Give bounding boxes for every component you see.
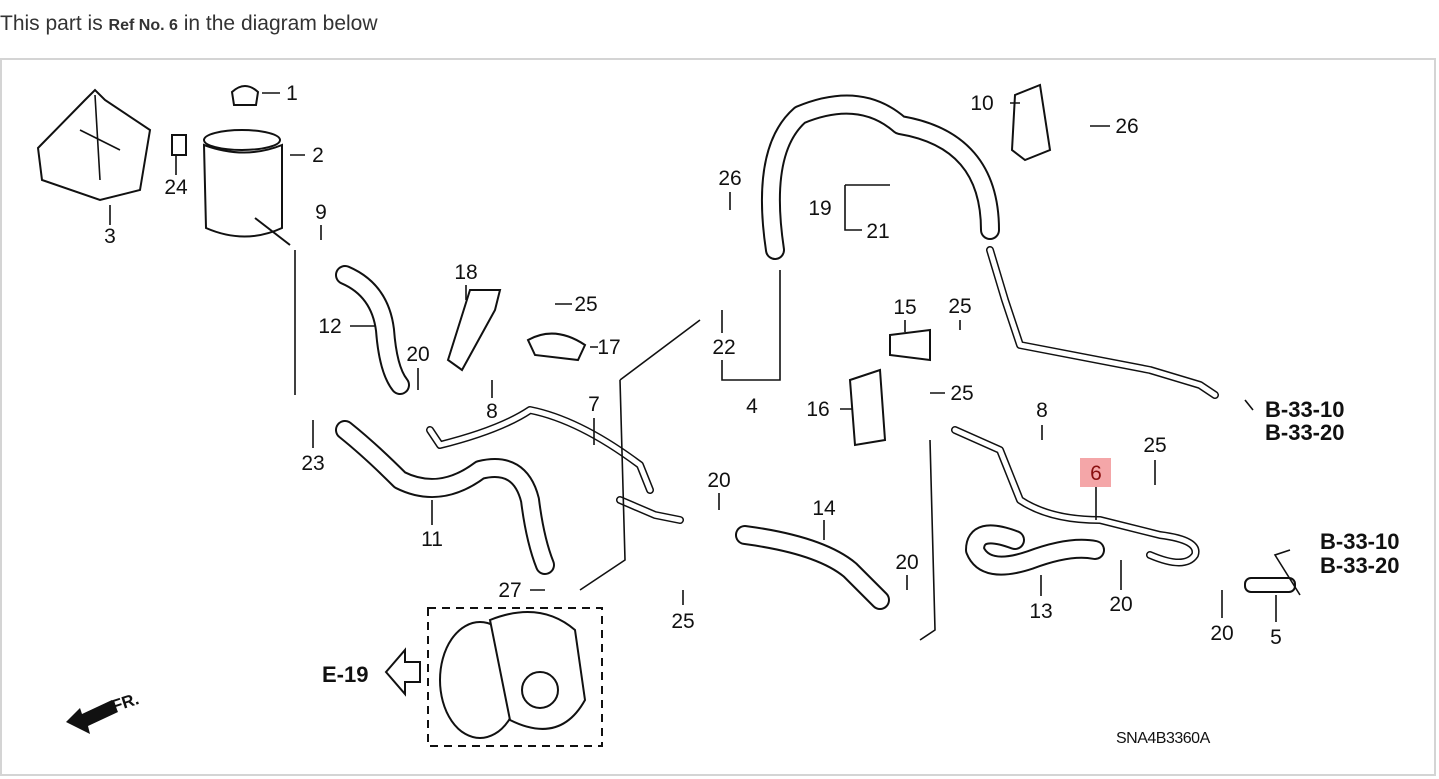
ref-b-33-10-upper[interactable]: B-33-10: [1265, 397, 1344, 422]
diagram-code: SNA4B3360A: [1116, 730, 1211, 747]
callout-1[interactable]: 1: [286, 82, 298, 105]
callout-8[interactable]: 8: [486, 400, 498, 423]
power-steering-pump: [427, 607, 603, 747]
ref-b-33-10-lower[interactable]: B-33-10: [1320, 529, 1399, 554]
callout-9[interactable]: 9: [315, 201, 327, 224]
callout-27[interactable]: 27: [498, 579, 521, 602]
hose-13: [965, 524, 1105, 576]
hose-14: [735, 525, 890, 610]
callout-6-highlighted[interactable]: 6: [1090, 462, 1102, 485]
clamp-15: [889, 328, 931, 362]
part-caption: This part is Ref No. 6 in the diagram be…: [0, 12, 378, 36]
callout-26b[interactable]: 26: [1115, 115, 1138, 138]
hose-11: [335, 420, 555, 575]
callout-5[interactable]: 5: [1270, 626, 1282, 649]
highlight-box: [1080, 458, 1111, 487]
callout-25b[interactable]: 25: [948, 295, 971, 318]
callout-24[interactable]: 24: [164, 176, 188, 199]
ref-e-19[interactable]: E-19: [322, 662, 368, 687]
callout-labels: 1 2 24 3 9 12 18 25 17 20 8 7 23 11 26 1…: [104, 82, 1282, 649]
callout-23[interactable]: 23: [301, 452, 324, 475]
callout-10[interactable]: 10: [970, 92, 993, 115]
front-direction-marker: FR.: [66, 689, 141, 734]
callout-17[interactable]: 17: [597, 336, 620, 359]
callout-25c[interactable]: 25: [950, 382, 973, 405]
hose-12: [335, 265, 410, 395]
pipe-feed: [986, 246, 1219, 399]
callout-2[interactable]: 2: [312, 144, 324, 167]
reservoir-bracket: [36, 88, 152, 202]
callout-20b[interactable]: 20: [707, 469, 730, 492]
callout-21[interactable]: 21: [866, 220, 889, 243]
callout-12[interactable]: 12: [318, 315, 341, 338]
front-arrow-icon: [66, 700, 118, 734]
callout-11[interactable]: 11: [421, 528, 443, 551]
caption-ref-number: Ref No. 6: [108, 17, 178, 34]
bracket-10: [1010, 83, 1052, 162]
callout-7[interactable]: 7: [588, 393, 600, 416]
callout-3[interactable]: 3: [104, 225, 116, 248]
callout-20[interactable]: 20: [406, 343, 429, 366]
pipe-6: [951, 426, 1200, 567]
callout-20c[interactable]: 20: [895, 551, 918, 574]
caption-prefix: This part is: [0, 12, 103, 35]
fitting-5: [1244, 577, 1296, 593]
bracket-18: [446, 289, 502, 372]
callout-18[interactable]: 18: [454, 261, 477, 284]
reservoir-cap: [230, 85, 260, 106]
callout-4[interactable]: 4: [746, 395, 758, 418]
front-label: FR.: [109, 689, 141, 716]
reservoir-tank: [202, 129, 291, 246]
ref-b-33-20-upper[interactable]: B-33-20: [1265, 420, 1344, 445]
caption-suffix: in the diagram below: [183, 12, 378, 35]
callout-25[interactable]: 25: [574, 293, 597, 316]
leader-lines: [109, 92, 1301, 641]
callout-15[interactable]: 15: [893, 296, 916, 319]
ref-b-33-20-lower[interactable]: B-33-20: [1320, 553, 1399, 578]
callout-26[interactable]: 26: [718, 167, 741, 190]
section-references: B-33-10 B-33-20 B-33-10 B-33-20 E-19: [322, 397, 1399, 697]
callout-19[interactable]: 19: [808, 197, 831, 220]
callout-20e[interactable]: 20: [1210, 622, 1233, 645]
arrow-left-icon: [384, 647, 421, 697]
hose-4: [760, 94, 1000, 260]
clamp-17: [526, 332, 587, 362]
callout-25d[interactable]: 25: [1143, 434, 1166, 457]
callout-16[interactable]: 16: [806, 398, 829, 421]
callout-13[interactable]: 13: [1029, 600, 1052, 623]
callout-22[interactable]: 22: [712, 336, 735, 359]
callout-14[interactable]: 14: [812, 497, 836, 520]
callout-8b[interactable]: 8: [1036, 399, 1048, 422]
bracket-16: [848, 368, 887, 447]
bolt-24: [171, 134, 187, 156]
callout-25e[interactable]: 25: [671, 610, 694, 633]
callout-20d[interactable]: 20: [1109, 593, 1132, 616]
pipe-7: [426, 406, 684, 524]
